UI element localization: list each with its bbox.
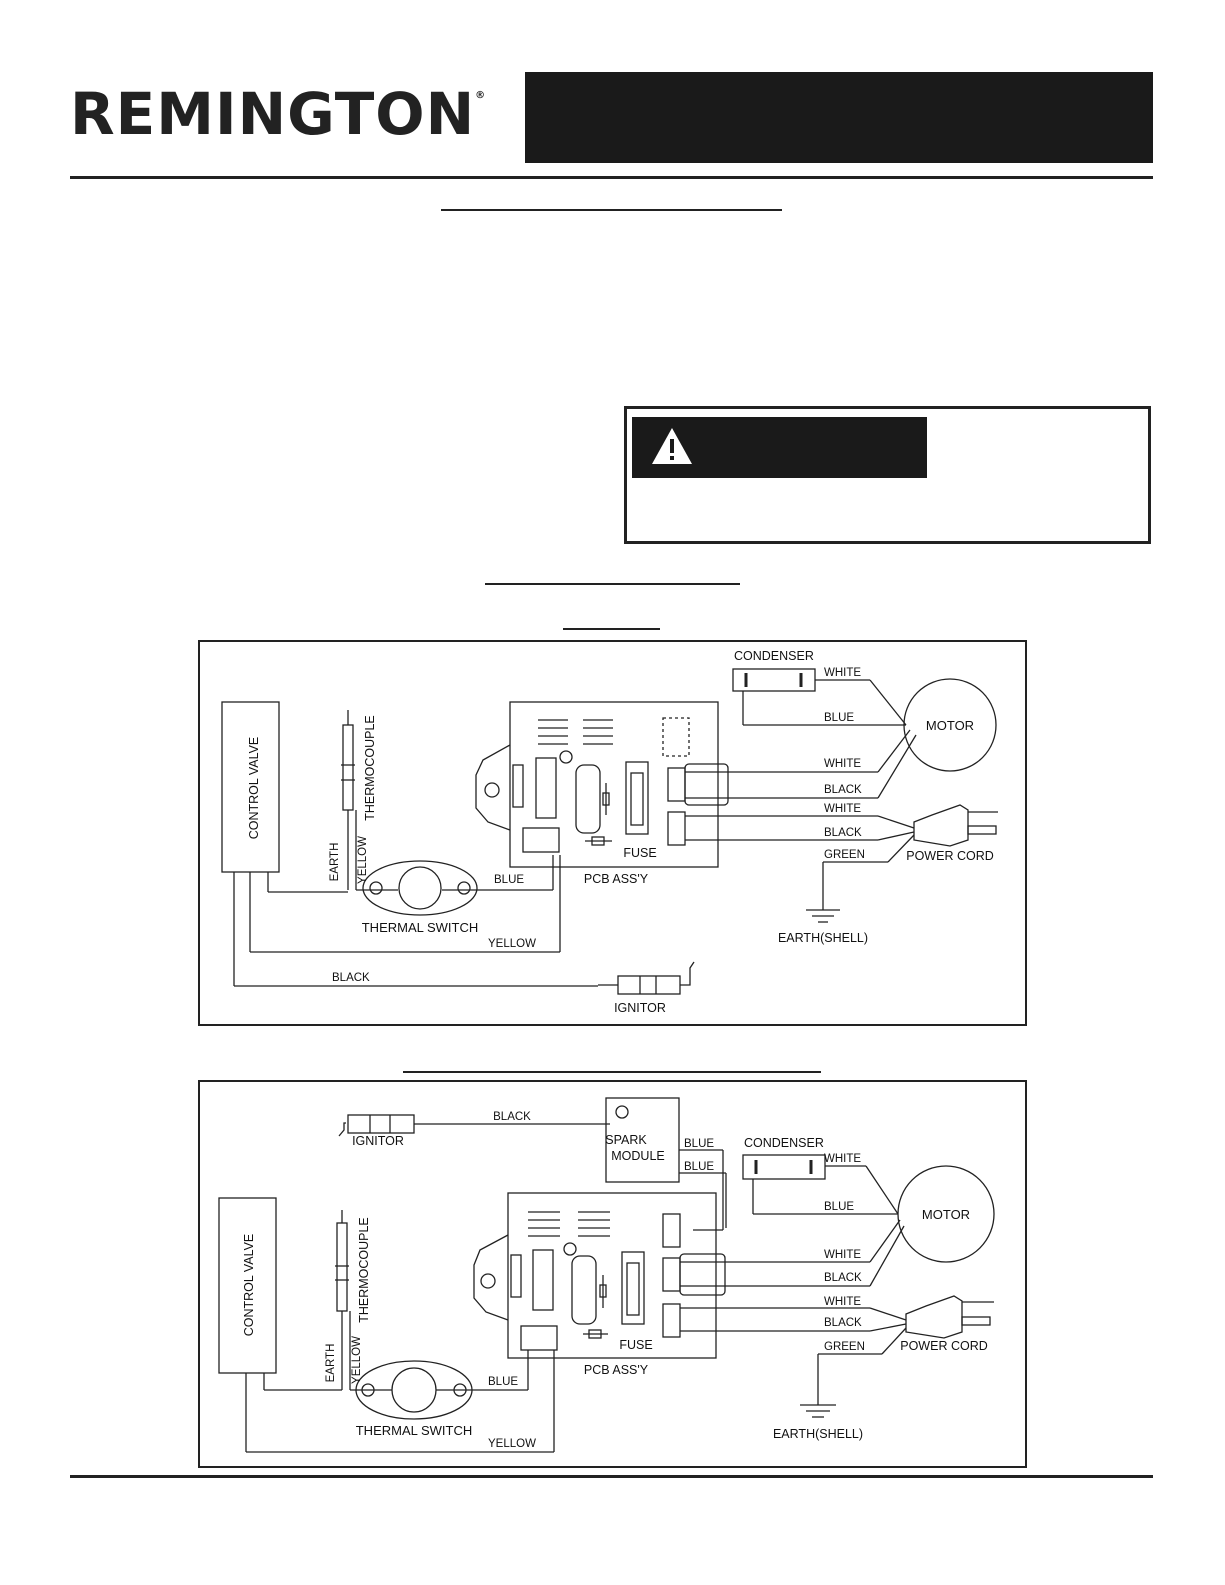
thermocouple-label: THERMOCOUPLE (363, 715, 377, 821)
yellow-vertical-label: YELLOW (357, 836, 369, 884)
wiring-diagram-1: CONTROL VALVE THERMOCOUPLE EARTH YELLOW … (198, 640, 1027, 1026)
warning-box (624, 406, 1151, 544)
spark-module-label-1: SPARK (605, 1133, 647, 1147)
motor-label: MOTOR (926, 718, 974, 733)
diagram2-title-underline (403, 1071, 821, 1073)
yellow-vertical-label: YELLOW (351, 1336, 363, 1384)
black-motor-label: BLACK (824, 1272, 862, 1284)
thermal-switch-label: THERMAL SWITCH (356, 1423, 473, 1438)
white-condenser-label: WHITE (824, 1153, 861, 1165)
remington-logo: REMINGTON® (70, 85, 486, 143)
power-cord-label: POWER CORD (906, 849, 994, 863)
control-valve-label: CONTROL VALVE (247, 737, 261, 840)
blue-label: BLUE (494, 874, 524, 886)
warning-triangle-icon (652, 428, 692, 464)
earth-label: EARTH (329, 843, 341, 882)
black-power-label: BLACK (824, 827, 862, 839)
earth-shell-label: EARTH(SHELL) (773, 1427, 863, 1441)
logo-text: REMINGTON (70, 80, 476, 148)
black-bottom-label: BLACK (332, 972, 370, 984)
power-cord-label: POWER CORD (900, 1339, 988, 1353)
green-power-label: GREEN (824, 1341, 865, 1353)
fuse-label: FUSE (619, 1338, 652, 1352)
ignitor-label: IGNITOR (352, 1134, 404, 1148)
black-motor-label: BLACK (824, 784, 862, 796)
black-top-label: BLACK (493, 1111, 531, 1123)
section-title-underline (441, 209, 782, 211)
header-rule (70, 176, 1153, 179)
thermocouple-label: THERMOCOUPLE (357, 1217, 371, 1323)
blue-spark-label-2: BLUE (684, 1161, 714, 1173)
white-condenser-label: WHITE (824, 667, 861, 679)
white-power-label: WHITE (824, 803, 861, 815)
header-bar (525, 72, 1153, 163)
wiring-diagram-2: IGNITOR BLACK SPARK MODULE BLUE BLUE CON… (198, 1080, 1027, 1468)
yellow-bottom-label: YELLOW (488, 938, 536, 950)
diagram-subtitle-underline (563, 628, 660, 630)
white-power-label: WHITE (824, 1296, 861, 1308)
earth-label: EARTH (325, 1344, 337, 1383)
black-power-label: BLACK (824, 1317, 862, 1329)
thermal-switch-label: THERMAL SWITCH (362, 920, 479, 935)
white-motor-label: WHITE (824, 758, 861, 770)
pcb-label: PCB ASS'Y (584, 1363, 649, 1377)
green-power-label: GREEN (824, 849, 865, 861)
control-valve-label: CONTROL VALVE (242, 1234, 256, 1337)
fuse-label: FUSE (623, 846, 656, 860)
blue-label: BLUE (488, 1376, 518, 1388)
ignitor-label: IGNITOR (614, 1001, 666, 1015)
blue-condenser-label: BLUE (824, 712, 854, 724)
spark-module-label-2: MODULE (611, 1149, 664, 1163)
motor-label: MOTOR (922, 1207, 970, 1222)
earth-shell-label: EARTH(SHELL) (778, 931, 868, 945)
pcb-label: PCB ASS'Y (584, 872, 649, 886)
white-motor-label: WHITE (824, 1249, 861, 1261)
blue-spark-label-1: BLUE (684, 1138, 714, 1150)
registered-mark: ® (475, 90, 487, 101)
footer-rule (70, 1475, 1153, 1478)
condenser-label: CONDENSER (734, 649, 814, 663)
yellow-bottom-label: YELLOW (488, 1438, 536, 1450)
condenser-label: CONDENSER (744, 1136, 824, 1150)
diagram-title-underline (485, 583, 740, 585)
blue-condenser-label: BLUE (824, 1201, 854, 1213)
